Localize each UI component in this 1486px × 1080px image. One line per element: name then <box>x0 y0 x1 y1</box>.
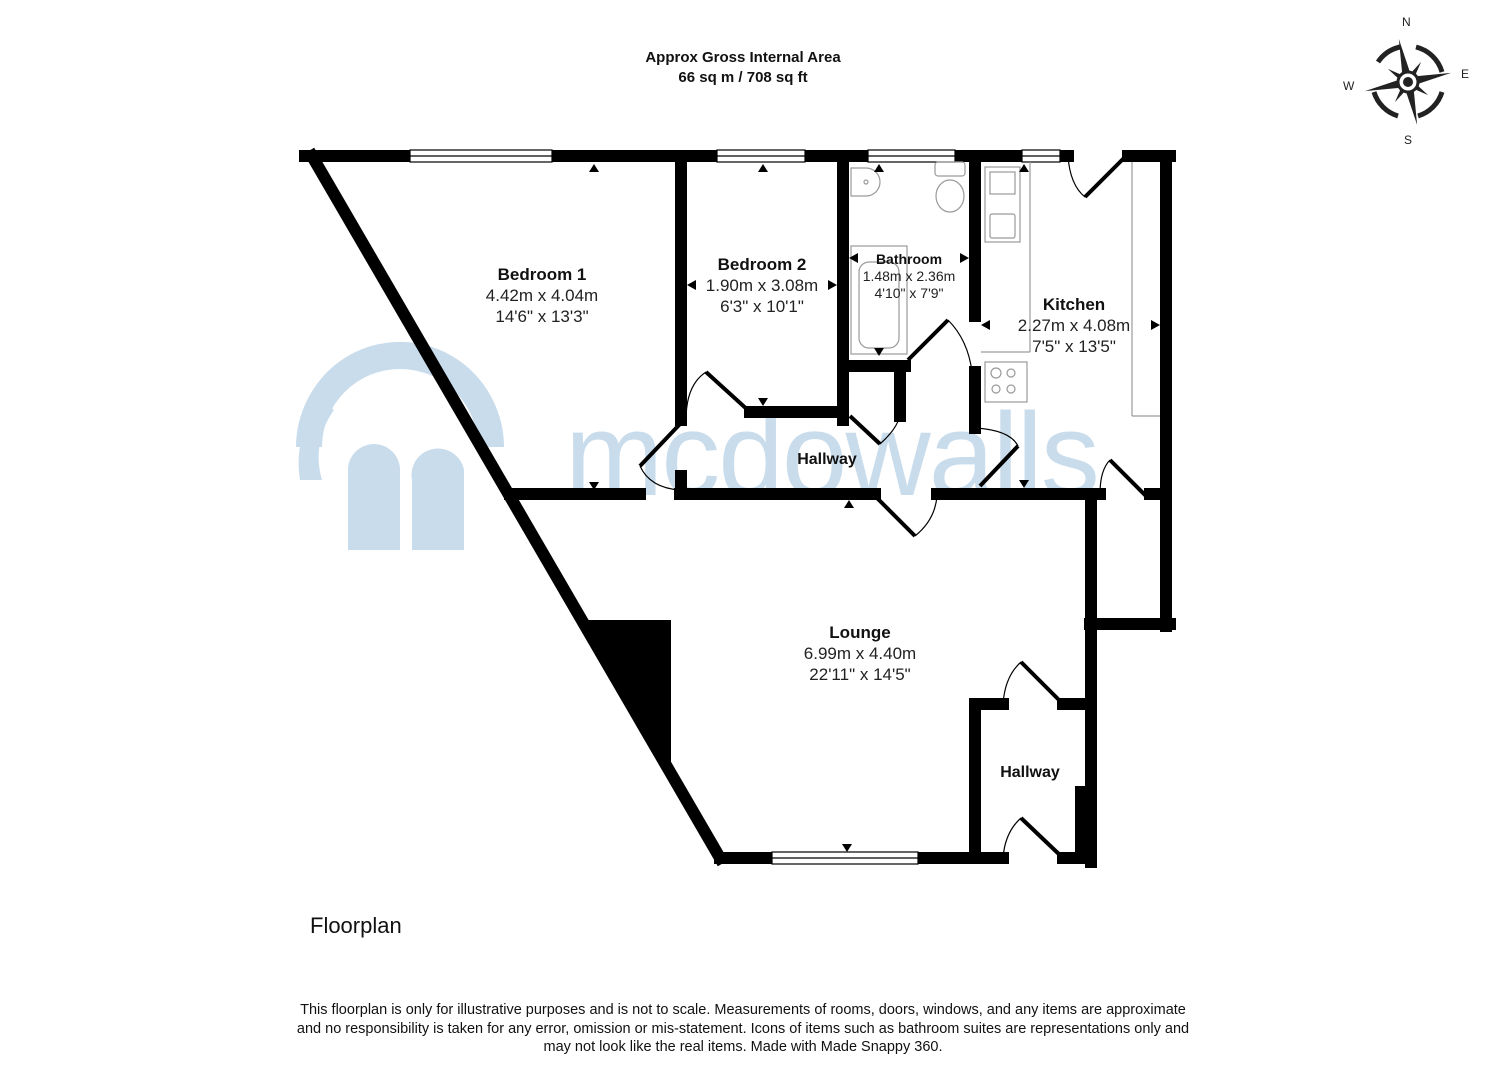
watermark-logo <box>296 341 506 557</box>
compass-west: W <box>1343 79 1355 93</box>
room-hallway-2: Hallway <box>980 762 1080 783</box>
hob-icon <box>984 361 1028 403</box>
room-hallway: Hallway <box>777 449 877 470</box>
room-imperial: 6'3" x 10'1" <box>720 297 804 316</box>
compass-east: E <box>1461 67 1469 81</box>
walls <box>299 147 1176 868</box>
room-name: Bathroom <box>875 251 943 267</box>
floor-title: Floorplan <box>310 913 402 938</box>
room-kitchen: Kitchen 2.27m x 4.08m 7'5" x 13'5" <box>1004 294 1144 357</box>
area-title: Approx Gross Internal Area <box>645 49 841 66</box>
room-metric: 1.90m x 3.08m <box>705 276 819 295</box>
room-bedroom-1: Bedroom 1 4.42m x 4.04m 14'6" x 13'3" <box>447 264 637 327</box>
room-metric: 6.99m x 4.40m <box>803 644 917 663</box>
room-bedroom-2: Bedroom 2 1.90m x 3.08m 6'3" x 10'1" <box>697 254 827 317</box>
room-imperial: 7'5" x 13'5" <box>1032 337 1116 356</box>
hallway-pillar <box>1075 786 1091 862</box>
chimney-breast <box>586 620 671 767</box>
room-name: Hallway <box>1000 764 1060 781</box>
room-name: Bedroom 2 <box>717 255 807 274</box>
room-bathroom: Bathroom 1.48m x 2.36m 4'10" x 7'9" <box>854 251 964 302</box>
room-name: Lounge <box>829 623 891 642</box>
room-name: Bedroom 1 <box>497 265 587 284</box>
toilet-icon <box>934 161 966 177</box>
disclaimer-line-2: and no responsibility is taken for any e… <box>296 1020 1190 1037</box>
compass-south: S <box>1404 133 1412 147</box>
doors <box>638 152 1150 860</box>
room-name: Kitchen <box>1042 295 1106 314</box>
room-imperial: 4'10" x 7'9" <box>874 285 944 301</box>
dimension-markers <box>589 164 1160 852</box>
gross-internal-area: Approx Gross Internal Area 66 sq m / 708… <box>543 48 943 88</box>
room-imperial: 14'6" x 13'3" <box>495 307 589 326</box>
disclaimer-line-1: This floorplan is only for illustrative … <box>300 1002 1186 1018</box>
compass-north: N <box>1402 15 1411 29</box>
basin-icon <box>850 167 881 197</box>
compass-rose-icon: N E S W <box>1343 15 1469 147</box>
room-metric: 1.48m x 2.36m <box>862 268 956 284</box>
room-name: Hallway <box>797 451 857 468</box>
kitchen-sink-icon <box>984 166 1021 243</box>
room-metric: 2.27m x 4.08m <box>1017 316 1131 335</box>
windows <box>409 149 1061 865</box>
area-value: 66 sq m / 708 sq ft <box>678 69 808 86</box>
room-metric: 4.42m x 4.04m <box>485 286 599 305</box>
disclaimer-line-3: may not look like the real items. Made w… <box>543 1039 943 1055</box>
disclaimer: This floorplan is only for illustrative … <box>243 1001 1243 1057</box>
room-imperial: 22'11" x 14'5" <box>809 665 911 684</box>
room-lounge: Lounge 6.99m x 4.40m 22'11" x 14'5" <box>770 622 950 685</box>
